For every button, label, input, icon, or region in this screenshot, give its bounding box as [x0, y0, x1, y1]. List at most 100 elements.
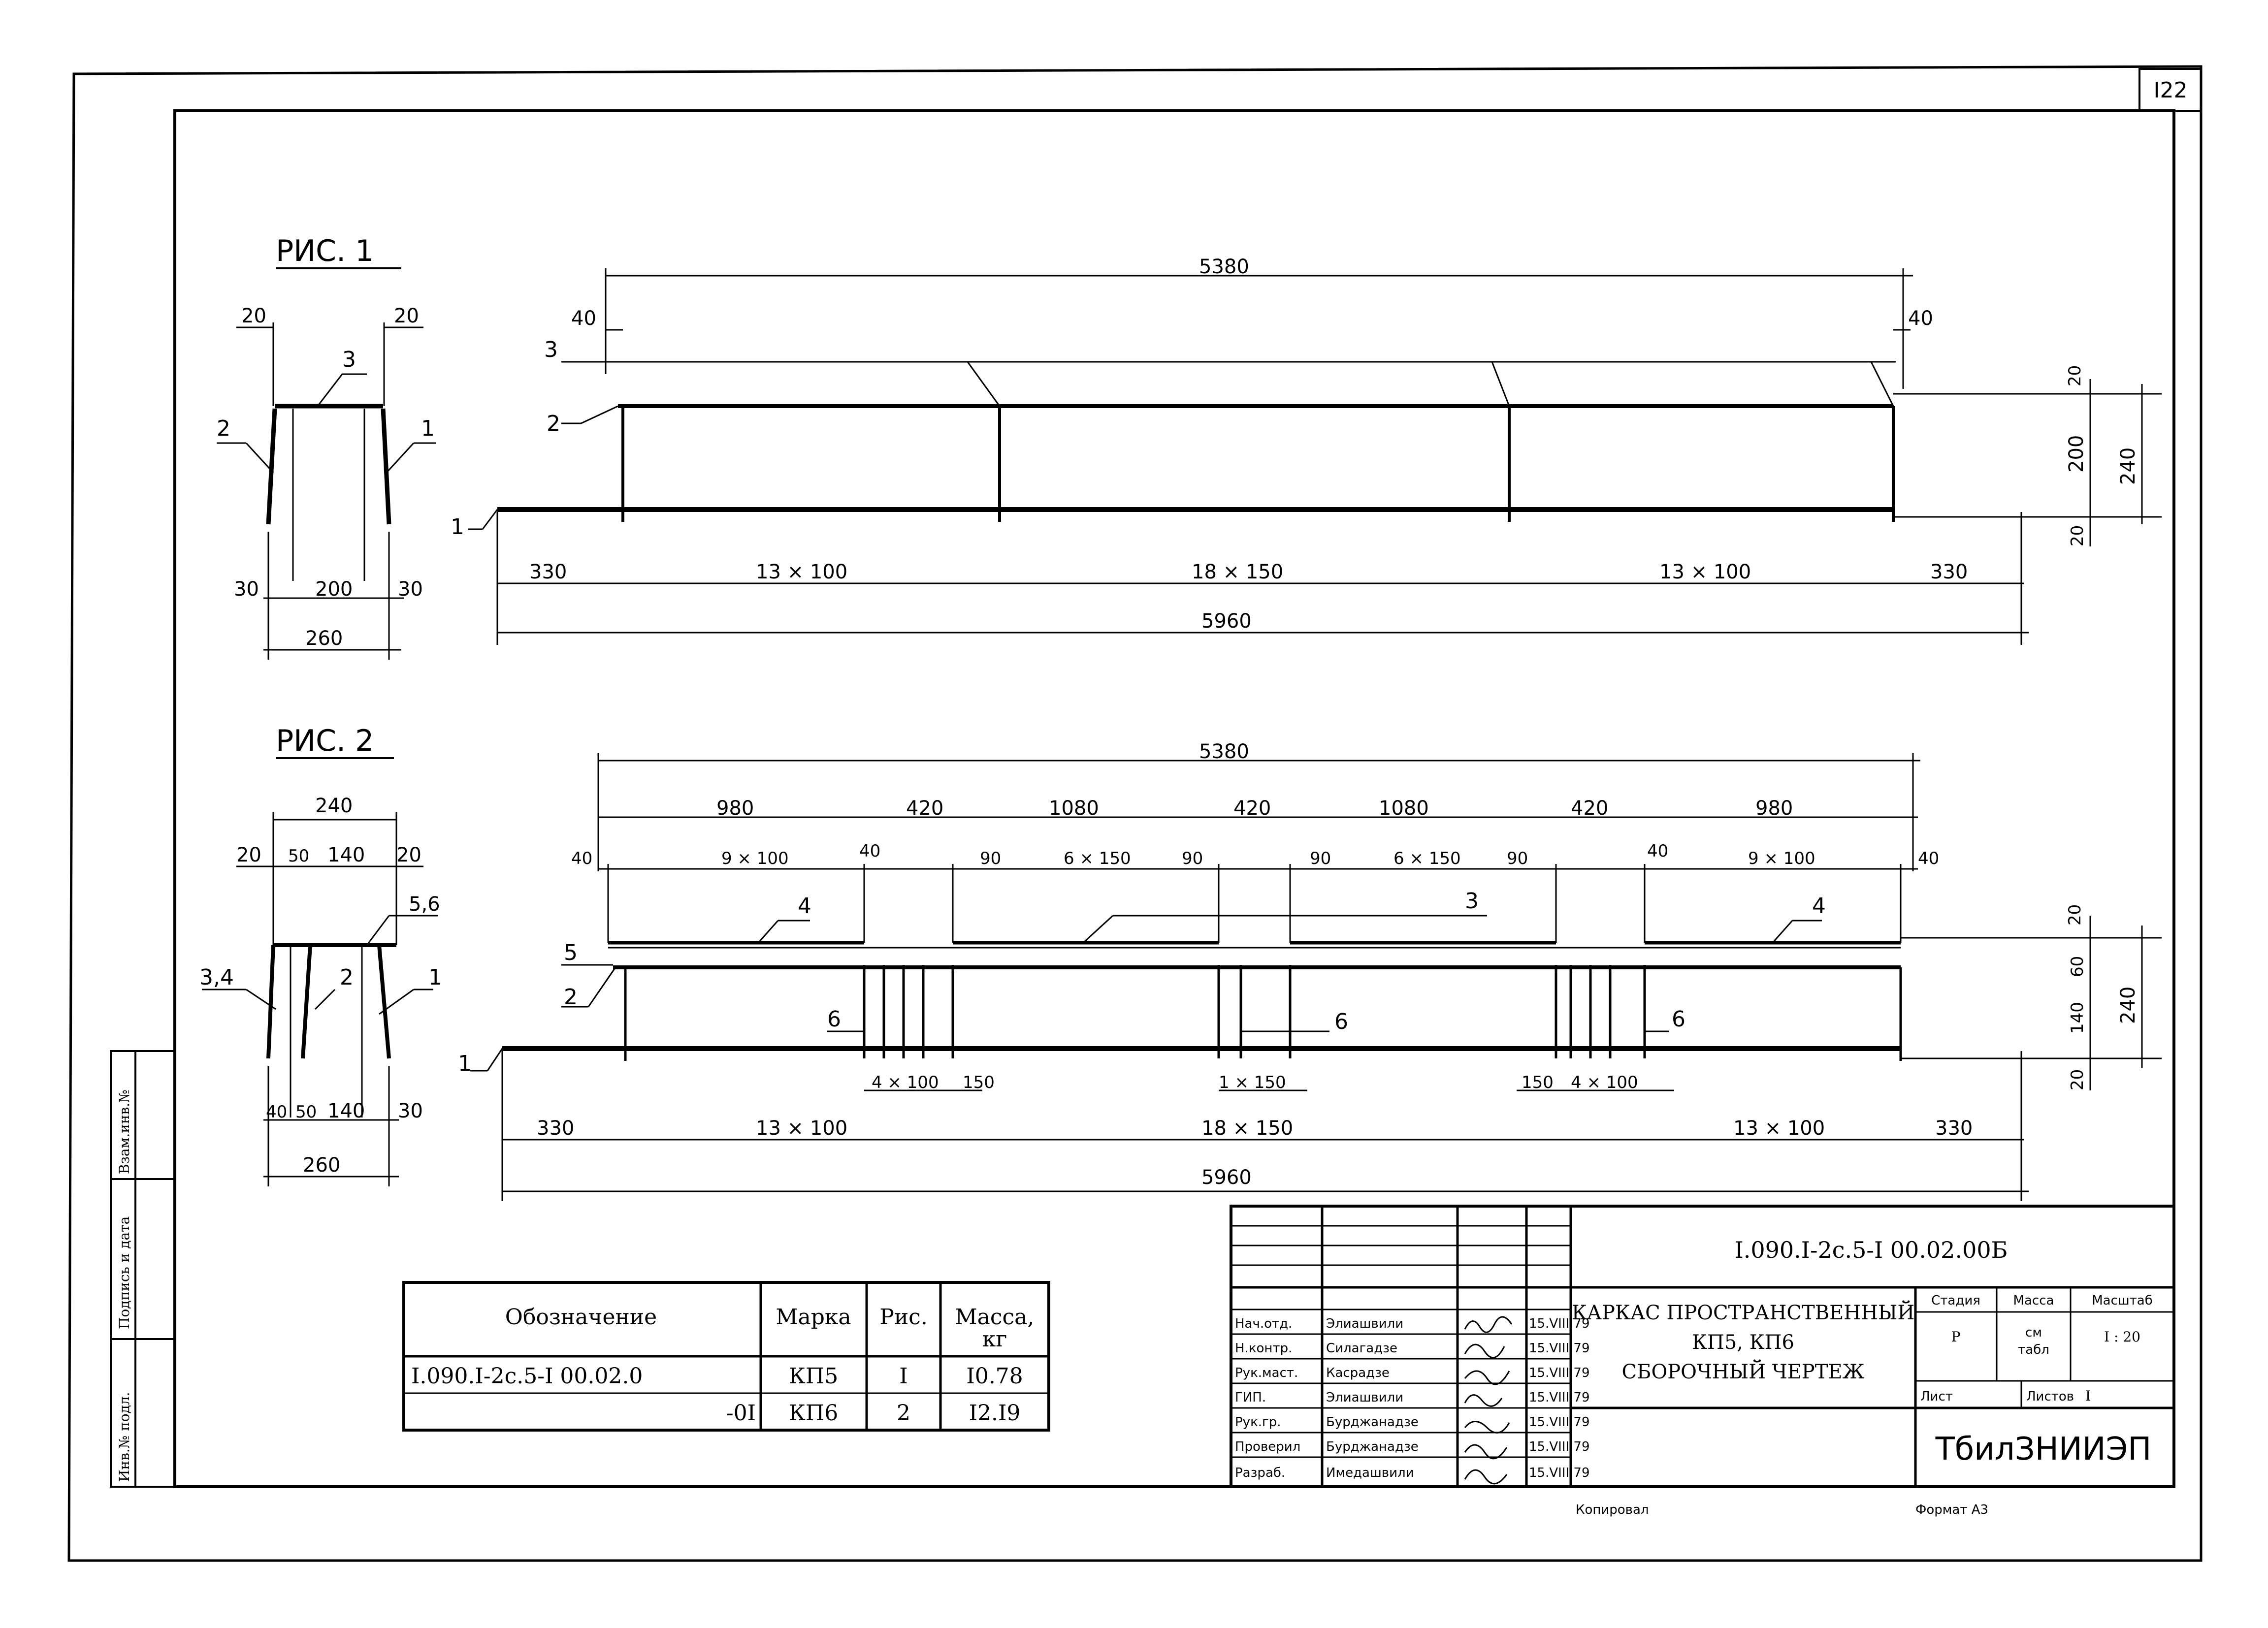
fig2-el-13x100-right: 13 × 100	[1733, 1117, 1825, 1140]
spec-row2-designation: -0I	[726, 1401, 756, 1426]
list-item: Рук.маст. Касрадзе 15.VIII.79	[1235, 1366, 1590, 1380]
format-label: Формат А3	[1915, 1502, 1988, 1517]
fig1-title: РИС. 1	[276, 234, 374, 268]
fig2-title: РИС. 2	[276, 724, 374, 758]
fig2-el-4x100-b: 4 × 100	[1571, 1073, 1638, 1092]
fig2-el-r20-bottom: 20	[2068, 1069, 2087, 1090]
signature-scribbles	[1464, 1316, 1513, 1485]
scale-value: I : 20	[2104, 1329, 2140, 1345]
figure-1: РИС. 1 20 20 3 2 1 30	[217, 234, 2162, 660]
fig2-el-420-b: 420	[1233, 797, 1271, 820]
spec-row2-mark: КП6	[789, 1401, 838, 1426]
fig1-el-5380: 5380	[1199, 255, 1249, 278]
sig-role: Рук.маст.	[1235, 1366, 1298, 1380]
fig1-el-13x100-right: 13 × 100	[1659, 561, 1751, 583]
sheet-borders	[67, 65, 2203, 1562]
mass-label: Масса	[2013, 1293, 2054, 1308]
fig2-el-5960: 5960	[1201, 1166, 1252, 1189]
sig-date: 15.VIII.79	[1529, 1390, 1590, 1405]
fig1-el-label-2: 2	[547, 411, 560, 436]
spec-row1-mark: КП5	[789, 1364, 838, 1389]
fig1-el-r200: 200	[2065, 435, 2088, 473]
fig2-sec-20-right: 20	[396, 844, 421, 866]
fig2-sec-260: 260	[303, 1154, 340, 1177]
fig2-el-330-right: 330	[1935, 1117, 1973, 1140]
spec-row2-fig: 2	[897, 1401, 910, 1426]
fig2-el-980-right: 980	[1755, 797, 1793, 820]
mass-value-1: см	[2025, 1325, 2042, 1340]
spec-row1-mass: I0.78	[966, 1364, 1023, 1389]
fig2-el-r140: 140	[2068, 1002, 2087, 1034]
sig-name: Касрадзе	[1326, 1366, 1390, 1380]
fig2-sec-b30: 30	[398, 1100, 423, 1122]
list-item: Нач.отд. Элиашвили 15.VIII.79	[1235, 1316, 1590, 1331]
figure-2: РИС. 2 240 20 50	[199, 724, 2162, 1201]
sig-date: 15.VIII.79	[1529, 1415, 1590, 1430]
side-stamp: Инв.№ подл. Подпись и дата Взам.инв.№	[110, 1050, 176, 1488]
fig2-el-r60: 60	[2068, 956, 2087, 977]
fig2-el-d90-a: 90	[980, 849, 1001, 868]
fig1-sec-label-2: 2	[217, 416, 230, 441]
fig2-sec-b140: 140	[327, 1100, 365, 1122]
fig2-el-d40-a: 40	[571, 849, 592, 868]
fig1-sec-20-left: 20	[241, 305, 266, 327]
list-item: Рук.гр. Бурджанадзе 15.VIII.79	[1235, 1415, 1590, 1430]
fig1-elevation	[468, 268, 2162, 645]
sheets-value: I	[2085, 1388, 2091, 1404]
title-block: I.090.I-2с.5-I 00.02.00Б КАРКАС ПРОСТРАН…	[1230, 1205, 2175, 1488]
fig1-el-13x100-left: 13 × 100	[756, 561, 847, 583]
mass-value-2: табл	[2018, 1342, 2049, 1357]
fig2-el-d40-c: 40	[1647, 841, 1668, 861]
fig2-el-1x150: 1 × 150	[1219, 1073, 1286, 1092]
fig2-el-label-4a: 4	[798, 894, 811, 919]
organization-name: ТбилЗНИИЭП	[1935, 1431, 2152, 1468]
fig2-el-d90-c: 90	[1310, 849, 1331, 868]
fig2-section	[202, 812, 438, 1186]
fig2-el-420-c: 420	[1571, 797, 1608, 820]
side-inv-podl: Инв.№ подл.	[116, 1392, 132, 1482]
fig1-sec-label-3: 3	[342, 347, 356, 372]
side-vzam: Взам.инв.№	[116, 1089, 132, 1174]
spec-row1-designation: I.090.I-2с.5-I 00.02.0	[411, 1364, 643, 1389]
fig2-el-label-4b: 4	[1812, 894, 1826, 919]
sig-date: 15.VIII.79	[1529, 1341, 1590, 1356]
fig1-sec-30-right: 30	[398, 578, 423, 601]
spec-header-designation: Обозначение	[505, 1305, 657, 1330]
fig2-el-6x150-a: 6 × 150	[1064, 849, 1131, 868]
fig2-el-label-3: 3	[1465, 889, 1479, 914]
fig2-el-150-a: 150	[963, 1073, 995, 1092]
fig2-sec-label-1: 1	[428, 965, 442, 990]
fig2-el-r20-top: 20	[2065, 904, 2085, 926]
fig1-el-40-left: 40	[571, 307, 596, 330]
list-item: Н.контр. Силагадзе 15.VIII.79	[1235, 1341, 1590, 1356]
fig2-sec-50: 50	[288, 846, 309, 866]
sig-role: Рук.гр.	[1235, 1415, 1281, 1430]
fig2-elevation	[470, 753, 2162, 1201]
fig2-sec-b50: 50	[295, 1102, 317, 1122]
sig-role: Разраб.	[1235, 1466, 1285, 1480]
spec-header-mass-unit: кг	[982, 1327, 1007, 1352]
sig-name: Элиашвили	[1326, 1316, 1403, 1331]
fig2-sec-20-left: 20	[236, 844, 261, 866]
spec-header-mark: Марка	[776, 1305, 851, 1330]
spec-row2-mass: I2.I9	[969, 1401, 1021, 1426]
signature-rows: Нач.отд. Элиашвили 15.VIII.79 Н.контр. С…	[1235, 1316, 1590, 1480]
fig2-el-9x100-b: 9 × 100	[1748, 849, 1815, 868]
fig2-el-4x100-a: 4 × 100	[872, 1073, 939, 1092]
stage-value: Р	[1951, 1329, 1961, 1345]
fig2-el-d40-b: 40	[859, 841, 880, 861]
fig1-sec-200: 200	[315, 578, 353, 601]
sig-role: ГИП.	[1235, 1390, 1266, 1405]
fig2-el-980-left: 980	[716, 797, 754, 820]
fig2-el-label-6a: 6	[827, 1007, 841, 1032]
fig2-sec-b40: 40	[266, 1102, 287, 1122]
sig-name: Имедашвили	[1326, 1466, 1414, 1480]
fig2-el-9x100-a: 9 × 100	[721, 849, 789, 868]
fig2-el-150-b: 150	[1522, 1073, 1554, 1092]
fig1-el-330-left: 330	[529, 561, 567, 583]
list-item: Проверил Бурджанадзе 15.VIII.79	[1235, 1439, 1590, 1454]
fig2-el-label-5: 5	[564, 940, 578, 965]
fig2-el-1080-a: 1080	[1049, 797, 1099, 820]
